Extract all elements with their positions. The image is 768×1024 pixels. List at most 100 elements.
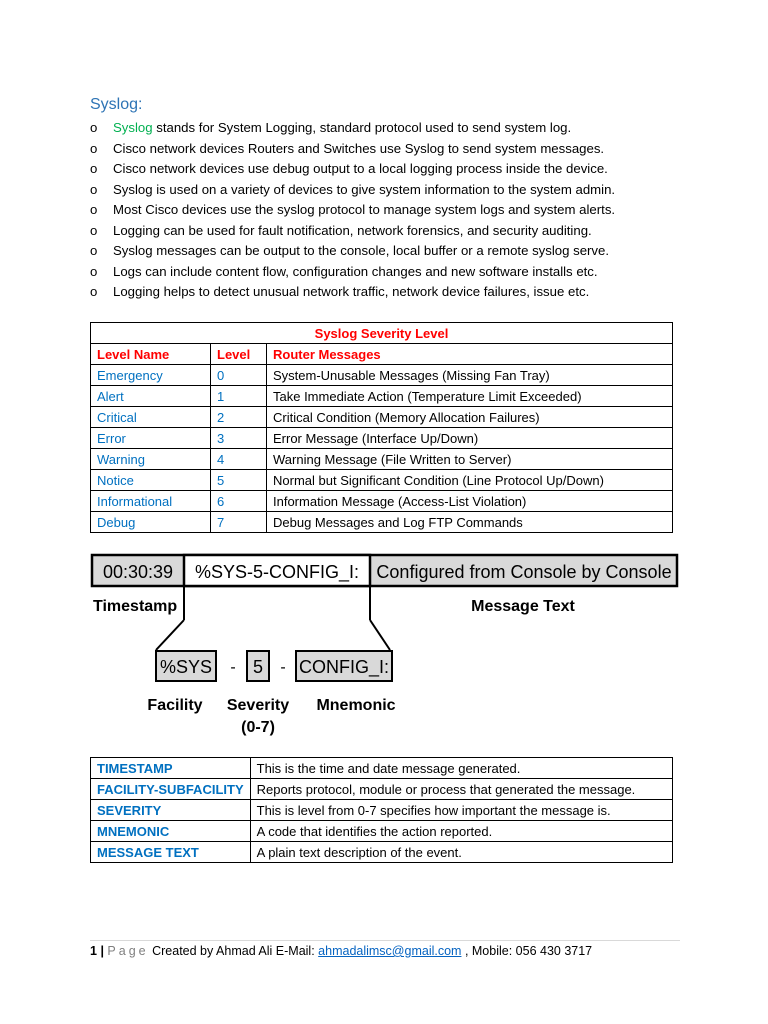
router-message-cell: Critical Condition (Memory Allocation Fa… (266, 406, 673, 428)
footer-credit: Created by Ahmad Ali E-Mail: (152, 944, 315, 958)
bullet-text: Syslog is used on a variety of devices t… (113, 181, 616, 197)
field-description-cell: This is the time and date message genera… (249, 757, 674, 779)
bullet-text: Logging helps to detect unusual network … (113, 284, 590, 299)
level-name-cell: Error (90, 427, 211, 449)
bullet-item: o Syslog messages can be output to the co… (90, 241, 690, 262)
table-row: TIMESTAMP This is the time and date mess… (90, 757, 674, 779)
email-link[interactable]: ahmadalimsc@gmail.com (318, 944, 462, 958)
message-text-value: Configured from Console by Console (376, 562, 671, 582)
bullet-item: o Logging can be used for fault notificat… (90, 221, 690, 242)
table-row: SEVERITY This is level from 0-7 specifie… (90, 799, 674, 821)
table-row: FACILITY-SUBFACILITY Reports protocol, m… (90, 778, 674, 800)
bullet-text: Cisco network devices Routers and Switch… (113, 140, 605, 156)
bullet-item: o Logging helps to detect unusual network… (90, 282, 690, 303)
bullet-text: Logging can be used for fault notificati… (113, 222, 592, 238)
footer-separator: | (100, 944, 104, 958)
level-number-cell: 7 (210, 511, 267, 533)
table-row: MESSAGE TEXT A plain text description of… (90, 841, 674, 863)
mnemonic-label: Mnemonic (316, 697, 395, 714)
separator-dash: - (230, 659, 235, 676)
bullet-text: Logs can include content flow, configura… (113, 263, 598, 279)
separator-dash: - (280, 659, 285, 676)
router-message-cell: System-Unusable Messages (Missing Fan Tr… (266, 364, 673, 386)
router-message-cell: Error Message (Interface Up/Down) (266, 427, 673, 449)
syslog-message-format-diagram: 00:30:39 %SYS-5-CONFIG_I: Configured fro… (90, 553, 679, 736)
timestamp-value: 00:30:39 (103, 562, 173, 582)
table-row: Debug 7 Debug Messages and Log FTP Comma… (90, 511, 673, 533)
bullet-text: Cisco network devices use debug output t… (113, 161, 608, 176)
facility-value: %SYS (160, 657, 212, 677)
field-name-cell: MESSAGE TEXT (90, 841, 251, 863)
bullet-marker: o (90, 243, 98, 258)
message-text-label: Message Text (471, 598, 575, 615)
table-row: MNEMONIC A code that identifies the acti… (90, 820, 674, 842)
page-footer: 1 | Page Created by Ahmad Ali E-Mail: ah… (90, 944, 592, 958)
level-name-cell: Warning (90, 448, 211, 470)
bullet-text: stands for System Logging, standard prot… (152, 120, 572, 135)
bullet-marker: o (90, 202, 98, 217)
router-message-cell: Warning Message (File Written to Server) (266, 448, 673, 470)
page-word: Page (107, 944, 149, 958)
router-message-cell: Information Message (Access-List Violati… (266, 490, 673, 512)
field-name-cell: MNEMONIC (90, 820, 251, 842)
message-fields-table: TIMESTAMP This is the time and date mess… (90, 757, 674, 863)
bullet-marker: o (90, 263, 98, 279)
level-name-cell: Notice (90, 469, 211, 491)
severity-box (246, 650, 270, 682)
table-row: Error 3 Error Message (Interface Up/Down… (90, 427, 673, 449)
bullet-item: o Logs can include content flow, configur… (90, 262, 690, 283)
bullet-marker: o (90, 284, 98, 299)
bullet-marker: o (90, 181, 98, 197)
header-level-name: Level Name (90, 343, 211, 365)
bullet-item: o Most Cisco devices use the syslog proto… (90, 200, 690, 221)
field-description-cell: Reports protocol, module or process that… (249, 778, 674, 800)
level-name-cell: Debug (90, 511, 211, 533)
level-name-cell: Alert (90, 385, 211, 407)
severity-table-title-row: Syslog Severity Level (90, 322, 673, 344)
router-message-cell: Take Immediate Action (Temperature Limit… (266, 385, 673, 407)
facility-label: Facility (147, 697, 202, 714)
field-name-cell: TIMESTAMP (90, 757, 251, 779)
bullet-marker: o (90, 222, 98, 238)
timestamp-label: Timestamp (93, 598, 177, 615)
field-description-cell: A code that identifies the action report… (249, 820, 674, 842)
field-description-cell: A plain text description of the event. (249, 841, 674, 863)
severity-table: Syslog Severity Level Level Name Level R… (90, 322, 673, 533)
bullet-marker: o (90, 161, 98, 176)
severity-table-title: Syslog Severity Level (90, 322, 673, 344)
level-number-cell: 5 (210, 469, 267, 491)
footer-divider (90, 940, 680, 941)
bullet-marker: o (90, 140, 98, 156)
table-row: Critical 2 Critical Condition (Memory Al… (90, 406, 673, 428)
mnemonic-value: CONFIG_I: (299, 657, 389, 678)
bullet-item: o Syslog is used on a variety of devices … (90, 180, 690, 201)
message-code-value: %SYS-5-CONFIG_I: (195, 562, 359, 583)
field-name-cell: SEVERITY (90, 799, 251, 821)
header-router-messages: Router Messages (266, 343, 673, 365)
level-number-cell: 4 (210, 448, 267, 470)
header-level: Level (210, 343, 267, 365)
bullet-text: Syslog messages can be output to the con… (113, 243, 610, 258)
table-row: Emergency 0 System-Unusable Messages (Mi… (90, 364, 673, 386)
severity-label: Severity (227, 697, 289, 714)
level-name-cell: Critical (90, 406, 211, 428)
table-row: Warning 4 Warning Message (File Written … (90, 448, 673, 470)
bullet-text: Most Cisco devices use the syslog protoc… (113, 202, 616, 217)
page-heading: Syslog: (90, 96, 143, 113)
table-row: Informational 6 Information Message (Acc… (90, 490, 673, 512)
facility-box (155, 650, 217, 682)
severity-range: (0-7) (241, 719, 275, 736)
bullet-item: o Cisco network devices use debug output … (90, 159, 690, 180)
level-number-cell: 3 (210, 427, 267, 449)
level-number-cell: 0 (210, 364, 267, 386)
level-number-cell: 6 (210, 490, 267, 512)
level-name-cell: Informational (90, 490, 211, 512)
severity-value: 5 (253, 657, 263, 677)
table-row: Notice 5 Normal but Significant Conditio… (90, 469, 673, 491)
level-name-cell: Emergency (90, 364, 211, 386)
field-name-cell: FACILITY-SUBFACILITY (90, 778, 251, 800)
router-message-cell: Normal but Significant Condition (Line P… (266, 469, 673, 491)
level-number-cell: 2 (210, 406, 267, 428)
